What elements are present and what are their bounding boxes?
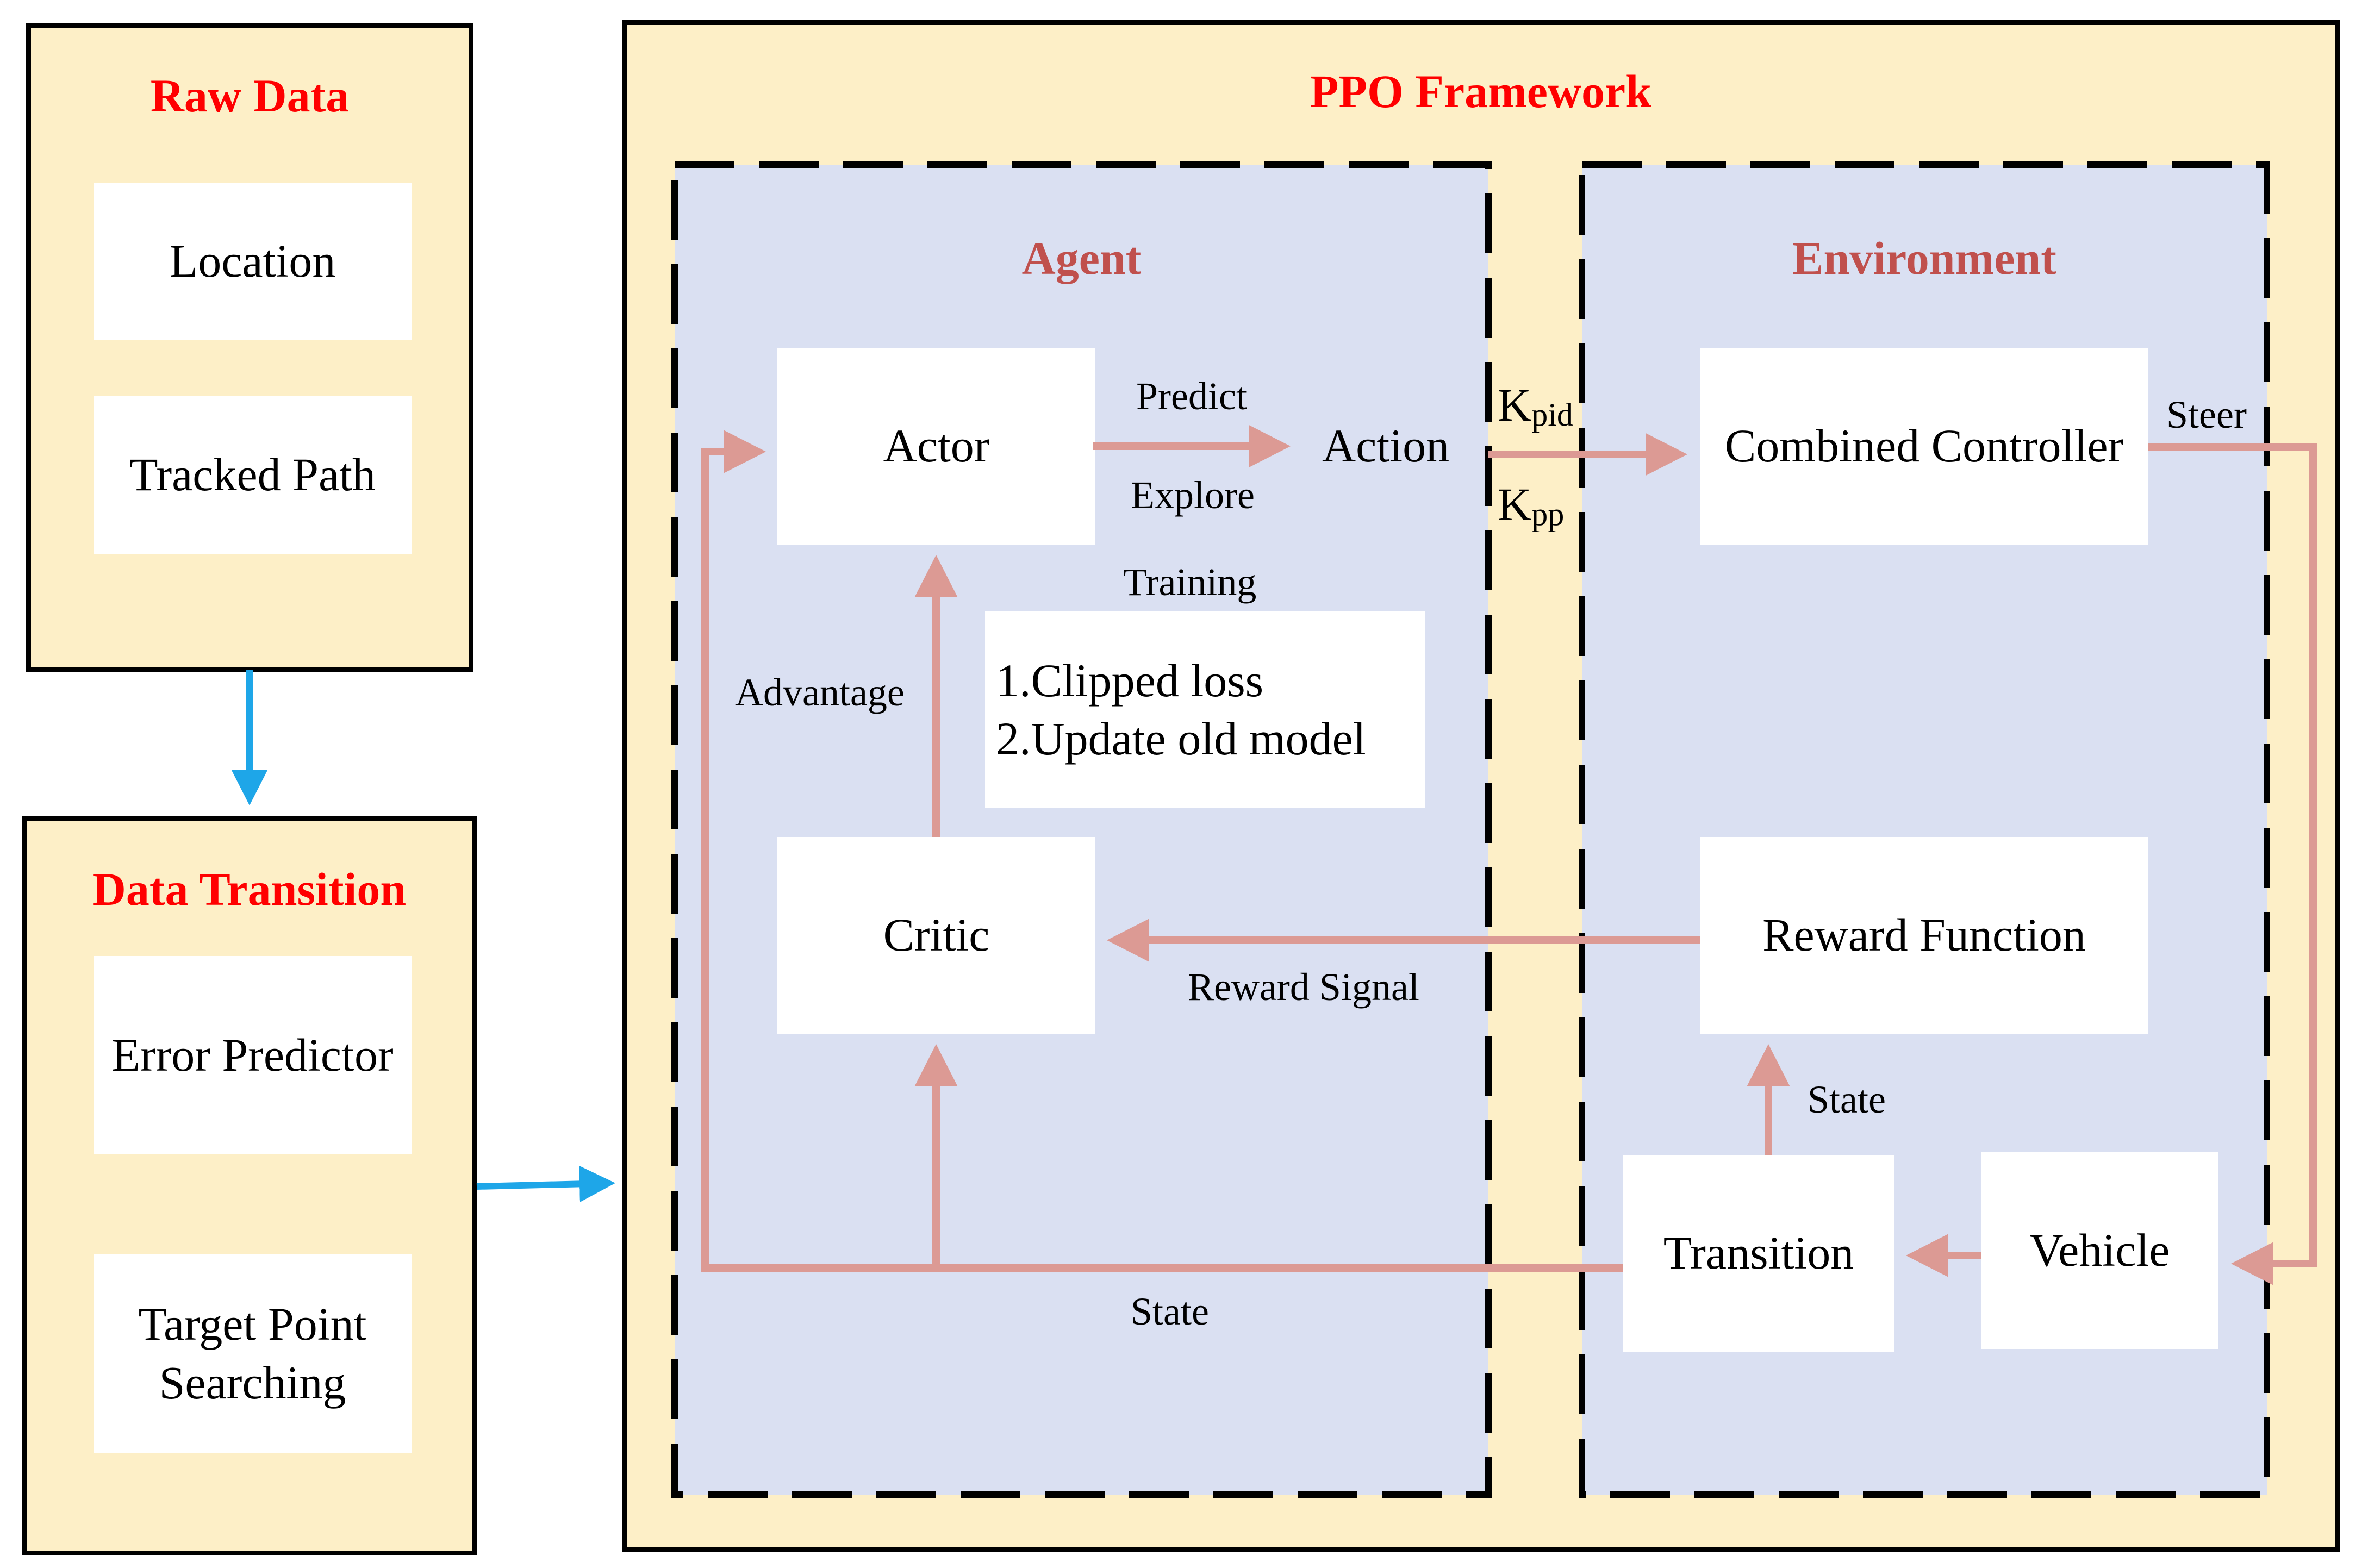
pp-subscript: pp — [1531, 496, 1565, 533]
kpp-label: Kpp — [1498, 477, 1564, 534]
explore-label: Explore — [1131, 473, 1255, 517]
k-symbol: K — [1498, 379, 1532, 431]
steer-arrow — [2148, 443, 2317, 1285]
raw-data-title: Raw Data — [150, 70, 350, 122]
training-box: 1.Clipped loss 2.Update old model — [985, 611, 1425, 808]
location-box: Location — [94, 183, 412, 340]
pid-subscript: pid — [1531, 397, 1574, 434]
action-label: Action — [1322, 420, 1450, 472]
tracked-path-box: Tracked Path — [94, 396, 412, 554]
combined-controller-box: Combined Controller — [1700, 348, 2148, 545]
predict-label: Predict — [1136, 374, 1247, 418]
advantage-label: Advantage — [735, 671, 905, 714]
environment-dashed-border — [1579, 161, 2270, 1498]
raw-data-panel: Raw Data Location Tracked Path — [26, 23, 473, 672]
k-symbol: K — [1498, 478, 1532, 530]
target-point-searching-box: Target Point Searching — [94, 1254, 412, 1453]
state-to-actor-arrow — [701, 430, 1623, 1272]
state-bus-label: State — [1131, 1290, 1209, 1333]
data-transition-title: Data Transition — [92, 863, 407, 915]
critic-box: Critic — [777, 837, 1095, 1034]
steer-label: Steer — [2166, 393, 2247, 436]
error-predictor-box: Error Predictor — [94, 956, 412, 1154]
ppo-framework-title: PPO Framework — [1310, 65, 1652, 117]
env-state-label: State — [1808, 1078, 1886, 1121]
kpid-label: Kpid — [1498, 378, 1573, 434]
agent-dashed-border — [671, 161, 1492, 1498]
environment-title: Environment — [1792, 232, 2056, 284]
vehicle-box: Vehicle — [1981, 1152, 2218, 1349]
data-transition-panel: Data Transition Error Predictor Target P… — [22, 816, 477, 1555]
actor-box: Actor — [777, 348, 1095, 545]
training-label: Training — [1123, 560, 1257, 604]
agent-title: Agent — [1021, 232, 1142, 284]
reward-function-box: Reward Function — [1700, 837, 2148, 1034]
transition-box: Transition — [1623, 1155, 1894, 1352]
reward-signal-label: Reward Signal — [1188, 965, 1419, 1009]
transition-to-ppo-arrow — [476, 1165, 615, 1202]
